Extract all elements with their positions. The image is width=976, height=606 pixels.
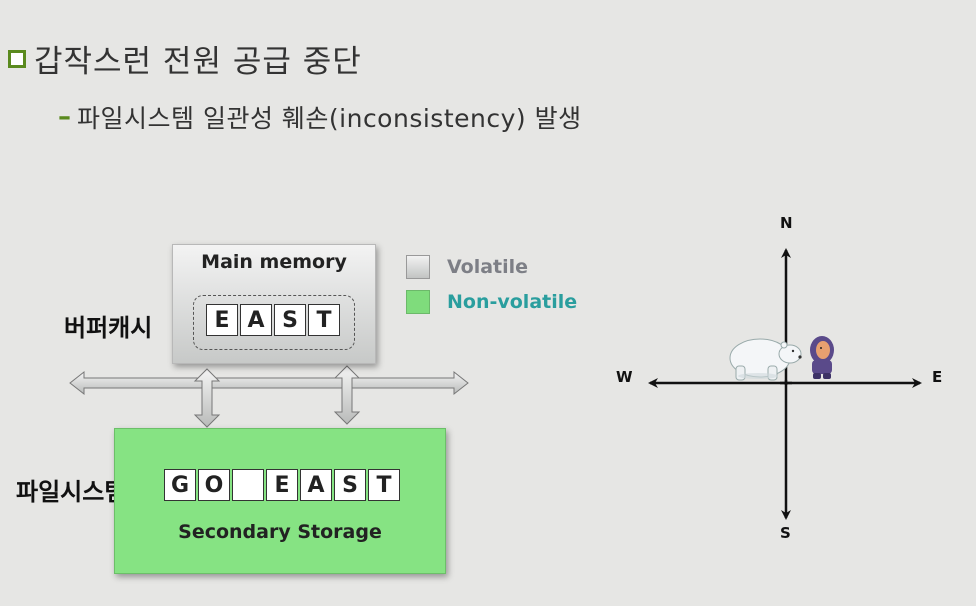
buffer-cache-region	[193, 295, 355, 350]
storage-cell: O	[198, 469, 230, 501]
title-text: 갑작스런 전원 공급 중단	[34, 43, 362, 80]
vertical-bus-arrow-left	[193, 368, 221, 428]
storage-cell: G	[164, 469, 196, 501]
secondary-storage-box: G O E A S T Secondary Storage	[114, 428, 446, 574]
storage-cell	[232, 469, 264, 501]
square-bullet-icon	[8, 50, 26, 68]
storage-cell: E	[266, 469, 298, 501]
storage-cell: T	[368, 469, 400, 501]
horizontal-bus-arrow	[69, 370, 469, 396]
volatile-legend-label: Volatile	[447, 256, 529, 278]
slide-title: 갑작스런 전원 공급 중단	[8, 38, 362, 80]
compass-diagram: N S E W	[616, 214, 942, 542]
eskimo-child-icon	[810, 336, 834, 379]
subtitle-text: 파일시스템 일관성 훼손(inconsistency) 발생	[77, 104, 582, 133]
north-label: N	[780, 214, 793, 232]
memory-cell: T	[308, 304, 340, 336]
non-volatile-legend-swatch	[406, 290, 430, 314]
memory-cell: E	[206, 304, 238, 336]
memory-cell: S	[274, 304, 306, 336]
volatile-legend-swatch	[406, 255, 430, 279]
main-memory-cells: E A S T	[206, 304, 342, 336]
bus-arrows	[69, 365, 469, 428]
main-memory-label: Main memory	[201, 251, 347, 273]
west-label: W	[616, 368, 633, 386]
storage-cell: A	[300, 469, 332, 501]
non-volatile-legend-label: Non-volatile	[447, 291, 578, 313]
memory-cell: A	[240, 304, 272, 336]
filesystem-label: 파일시스템	[16, 478, 127, 506]
dash-bullet-icon: –	[58, 102, 71, 132]
vertical-bus-arrow-right	[333, 365, 361, 425]
storage-cells: G O E A S T	[164, 469, 402, 501]
storage-cell: S	[334, 469, 366, 501]
main-memory-box: Main memory E A S T	[172, 244, 376, 364]
polar-bear-icon	[729, 338, 802, 381]
subtitle-row: – 파일시스템 일관성 훼손(inconsistency) 발생	[58, 100, 582, 134]
south-label: S	[780, 524, 791, 542]
buffer-cache-label: 버퍼캐시	[64, 314, 153, 342]
secondary-storage-label: Secondary Storage	[178, 521, 382, 543]
east-label: E	[932, 368, 942, 386]
